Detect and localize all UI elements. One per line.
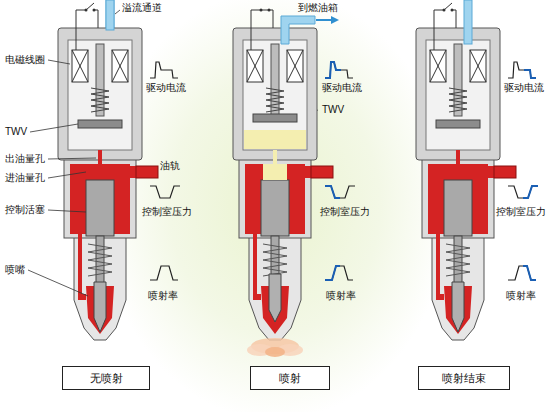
part-label: 控制室压力 — [496, 206, 546, 218]
state-box: 喷射 — [250, 366, 330, 390]
part-label: TWV — [5, 126, 27, 138]
state-caption: 无喷射 — [90, 372, 123, 385]
state-box: 无喷射 — [62, 366, 150, 390]
part-label: 喷射率 — [326, 290, 356, 302]
state-caption: 喷射结束 — [442, 372, 486, 385]
part-label: 油轨 — [160, 160, 180, 172]
part-label: 电磁线圈 — [5, 54, 45, 66]
part-label: TWV — [322, 104, 344, 116]
part-label: 控制室压力 — [142, 206, 192, 218]
part-label: 喷射率 — [148, 290, 178, 302]
part-label: 控制活塞 — [5, 204, 45, 216]
part-label: 驱动电流 — [322, 82, 362, 94]
part-label: 驱动电流 — [146, 82, 186, 94]
part-label: 溢流通道 — [122, 2, 162, 14]
part-label: 喷嘴 — [5, 264, 25, 276]
state-caption: 喷射 — [279, 372, 301, 385]
part-label: 进油量孔 — [5, 172, 45, 184]
part-label: 控制室压力 — [320, 206, 370, 218]
state-box: 喷射结束 — [418, 366, 510, 390]
part-label: 驱动电流 — [504, 82, 544, 94]
part-label: 出油量孔 — [5, 153, 45, 165]
part-label: 喷射率 — [506, 290, 536, 302]
part-label: 到燃油箱 — [298, 2, 338, 14]
